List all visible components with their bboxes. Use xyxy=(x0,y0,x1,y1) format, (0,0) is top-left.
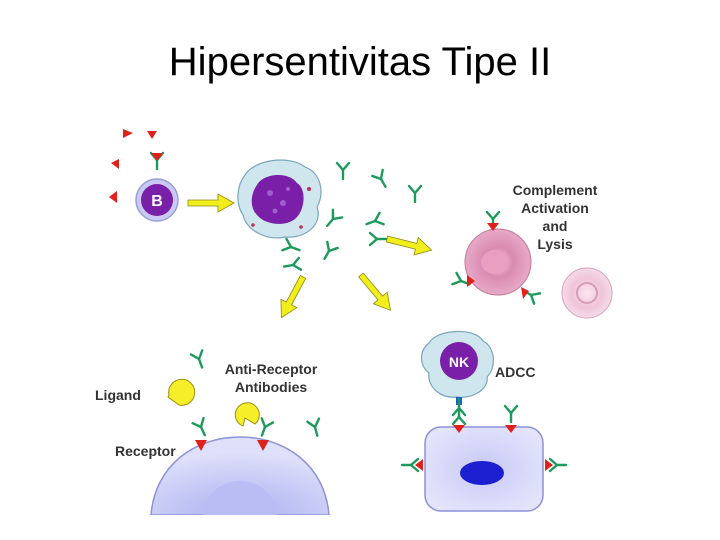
ligand-label: Ligand xyxy=(95,387,141,403)
arrow-to-receptor xyxy=(273,272,312,323)
ligand-shape xyxy=(234,402,260,427)
svg-text:Activation: Activation xyxy=(521,200,589,216)
receptor-label: Receptor xyxy=(115,443,176,459)
svg-text:and: and xyxy=(543,218,568,234)
antibody-marker xyxy=(189,349,209,371)
svg-text:Lysis: Lysis xyxy=(537,236,572,252)
arrow-to-complement xyxy=(384,229,435,260)
lysed-red-blood-cell xyxy=(561,267,613,319)
ligand-shape xyxy=(167,378,196,406)
arrow-to-adcc xyxy=(353,268,398,317)
svg-text:Anti-Receptor: Anti-Receptor xyxy=(225,361,318,377)
receptor-bearing-cell xyxy=(150,416,330,515)
adcc-target-cell xyxy=(400,404,568,512)
slide-title: Hipersentivitas Tipe II xyxy=(168,40,552,84)
arrow-b-to-plasma xyxy=(187,193,235,213)
antigen-marker xyxy=(109,191,117,203)
nk-cell: NK xyxy=(420,330,494,417)
b-cell: B xyxy=(135,151,179,222)
free-antigens xyxy=(109,129,157,203)
svg-text:Antibodies: Antibodies xyxy=(235,379,308,395)
antigen-marker xyxy=(123,129,133,138)
red-blood-cell xyxy=(451,210,542,305)
svg-text:Complement: Complement xyxy=(513,182,598,198)
b-cell-label: B xyxy=(151,193,163,210)
diagram-canvas: B Complement Activation and Lysis xyxy=(95,129,613,515)
adcc-label: ADCC xyxy=(495,364,535,380)
complement-label: Complement Activation and Lysis xyxy=(513,182,598,252)
nk-cell-label: NK xyxy=(449,354,469,370)
plasma-cell xyxy=(237,159,322,239)
antigen-marker xyxy=(147,131,157,139)
anti-receptor-label: Anti-Receptor Antibodies xyxy=(225,361,318,395)
bound-antigen-marker xyxy=(151,153,163,161)
type-ii-hypersensitivity-diagram: B Complement Activation and Lysis xyxy=(85,115,630,515)
antigen-marker xyxy=(111,159,119,169)
ligand-group: Ligand xyxy=(95,378,260,427)
